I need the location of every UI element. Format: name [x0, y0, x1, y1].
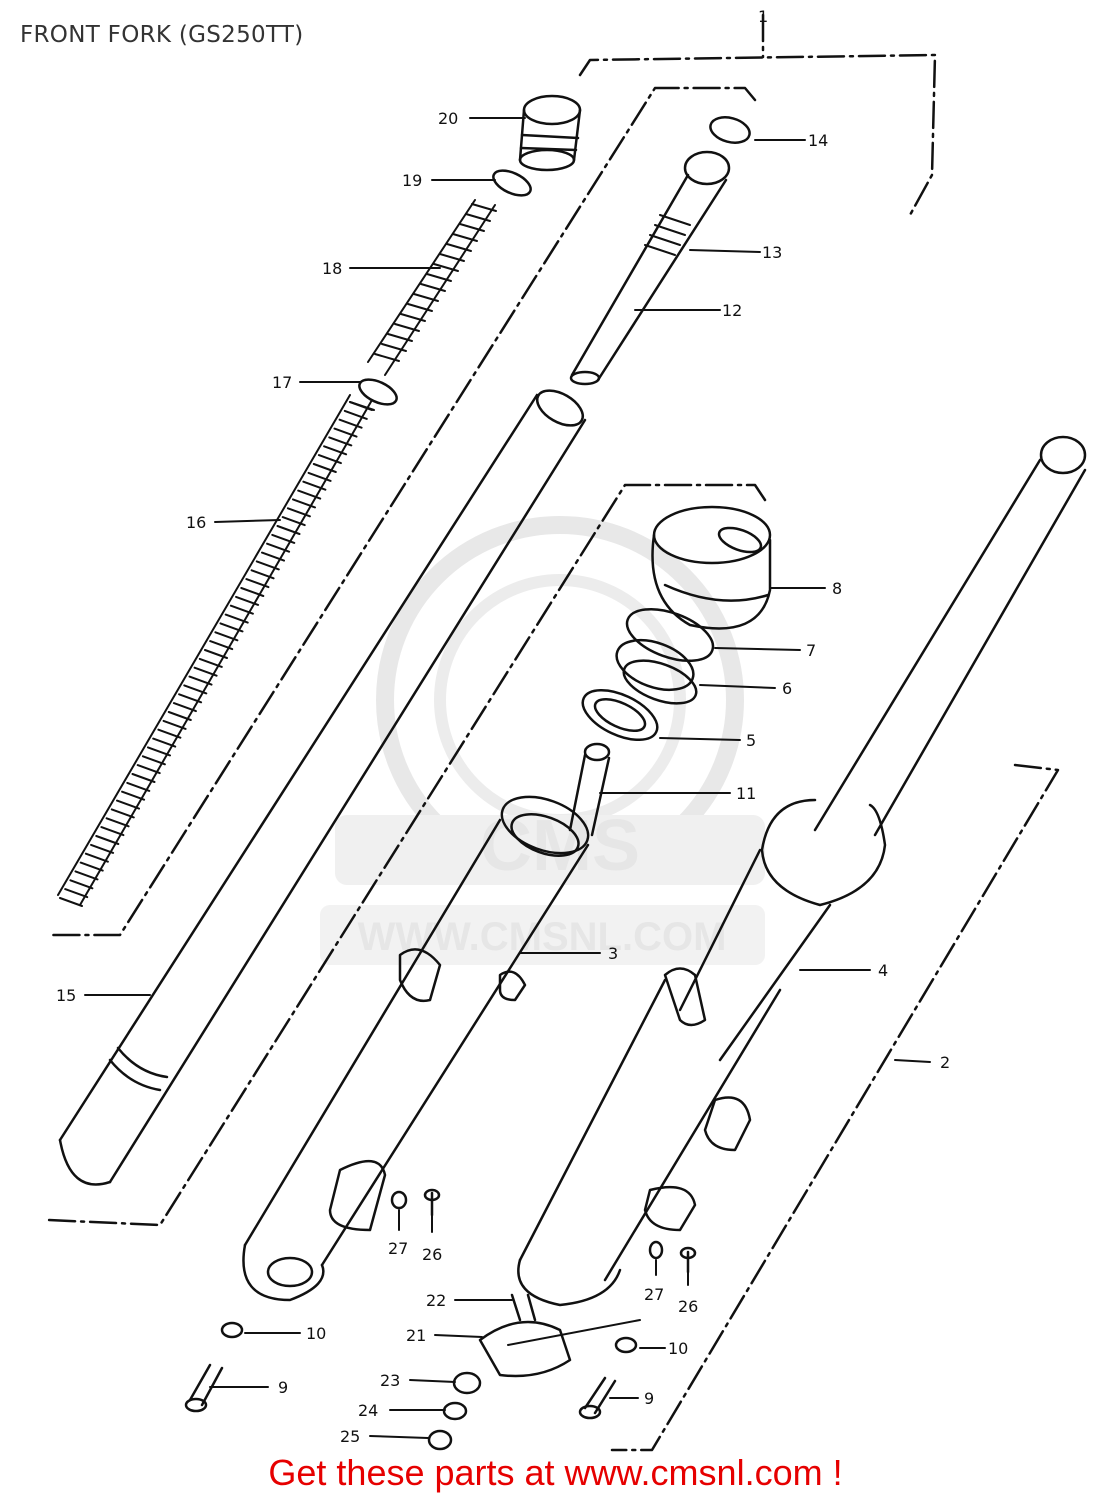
callout-15: 15 [56, 986, 76, 1005]
callout-10-right: 10 [668, 1339, 688, 1358]
part-5-washer [581, 688, 659, 742]
callout-7: 7 [806, 641, 816, 660]
part-17-spacer-ring [358, 378, 398, 406]
callout-11: 11 [736, 784, 756, 803]
part-7-circlip [625, 607, 715, 663]
spring-coil-turns [59, 401, 373, 907]
callout-19: 19 [402, 171, 422, 190]
watermark: CMS WWW.CMSNL.COM [320, 516, 765, 965]
hardware-left-bolt-9 [184, 1321, 244, 1413]
callout-3: 3 [608, 944, 618, 963]
callout-8: 8 [832, 579, 842, 598]
callout-26-right: 26 [678, 1297, 698, 1316]
part-15-outer-tube [58, 389, 587, 1186]
diagram-title: FRONT FORK (GS250TT) [20, 22, 304, 48]
hardware-26-27-right [648, 1240, 697, 1274]
callout-23: 23 [380, 1371, 400, 1390]
part-4-inner-tube [678, 435, 1087, 1062]
callout-26-left: 26 [422, 1245, 442, 1264]
bracket-spring-group [46, 86, 757, 937]
part-18-upper-spring [367, 199, 497, 376]
callout-labels: 1 20 19 18 17 16 15 14 13 12 8 7 6 5 11 … [56, 7, 950, 1446]
get-parts-link[interactable]: Get these parts at www.cmsnl.com ! [268, 1452, 843, 1493]
callout-27-right: 27 [644, 1285, 664, 1304]
part-20-cap-bolt [518, 94, 582, 172]
callout-20: 20 [438, 109, 458, 128]
part-11-oil-lock-piece [568, 742, 611, 837]
callout-1: 1 [758, 7, 768, 26]
callout-9-right: 9 [644, 1389, 654, 1408]
part-16-main-spring [57, 394, 375, 907]
callout-10-left: 10 [306, 1324, 326, 1343]
callout-17: 17 [272, 373, 292, 392]
assembly-bracket-1 [578, 13, 937, 217]
watermark-url-text: WWW.CMSNL.COM [358, 915, 727, 959]
watermark-logo-text: CMS [480, 806, 640, 886]
part-3-left-outer-leg [242, 795, 590, 1302]
callout-18: 18 [322, 259, 342, 278]
callout-5: 5 [746, 731, 756, 750]
callout-16: 16 [186, 513, 206, 532]
callout-6: 6 [782, 679, 792, 698]
callout-25: 25 [340, 1427, 360, 1446]
part-6-oil-seal [615, 638, 698, 705]
part-2-right-outer-leg [517, 967, 782, 1307]
part-8-dust-seal [651, 505, 772, 630]
part-14-washer [709, 116, 751, 144]
callout-12: 12 [722, 301, 742, 320]
part-12-damper-rod [569, 150, 731, 386]
callout-24: 24 [358, 1401, 378, 1420]
callout-22: 22 [426, 1291, 446, 1310]
part-21-axle-holder [478, 1293, 572, 1378]
callout-4: 4 [878, 961, 888, 980]
callout-13: 13 [762, 243, 782, 262]
callout-9-left: 9 [278, 1378, 288, 1397]
part-19-o-ring [492, 169, 532, 197]
leader-lines [84, 117, 931, 1439]
callout-27-left: 27 [388, 1239, 408, 1258]
hardware-right-bolt-9 [578, 1336, 638, 1420]
callout-2: 2 [940, 1053, 950, 1072]
bracket-right-leg [610, 763, 1060, 1452]
bracket-outer-tube [46, 483, 767, 1227]
callout-21: 21 [406, 1326, 426, 1345]
callout-14: 14 [808, 131, 828, 150]
hardware-26-27-left [390, 1188, 441, 1217]
